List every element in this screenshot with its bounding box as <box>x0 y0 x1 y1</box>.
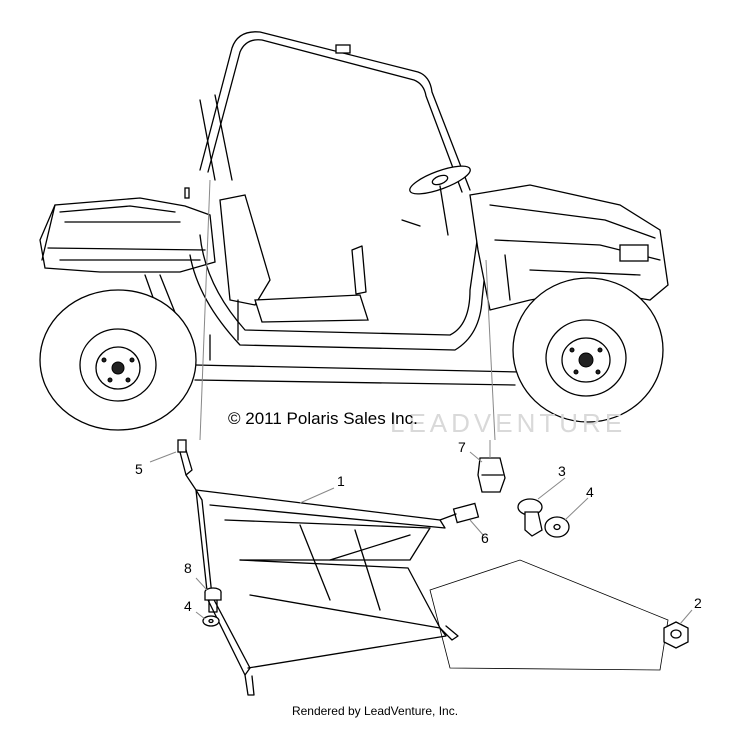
copyright-text: © 2011 Polaris Sales Inc. <box>228 409 418 428</box>
callout-1: 1 <box>337 473 345 489</box>
washer-part-upper <box>544 516 570 538</box>
washer-part-lower <box>202 615 220 627</box>
callout-5: 5 <box>135 461 143 477</box>
watermark-text: LEADVENTURE <box>390 408 627 438</box>
vehicle-illustration <box>39 31 669 431</box>
fastener-part <box>517 498 543 537</box>
strap-part <box>439 502 480 524</box>
callout-4-upper: 4 <box>586 484 594 500</box>
latch-part <box>177 439 197 491</box>
callout-8: 8 <box>184 560 192 576</box>
bolt-part <box>204 587 222 613</box>
callout-4-lower: 4 <box>184 598 192 614</box>
leader-lines <box>149 179 693 625</box>
callout-7: 7 <box>458 439 466 455</box>
door-assembly <box>195 489 669 696</box>
nut-part <box>663 621 689 649</box>
callout-6: 6 <box>481 530 489 546</box>
callout-3: 3 <box>558 463 566 479</box>
footer-text: Rendered by LeadVenture, Inc. <box>291 704 459 718</box>
bumper-part <box>477 440 506 493</box>
callout-2: 2 <box>694 595 702 611</box>
